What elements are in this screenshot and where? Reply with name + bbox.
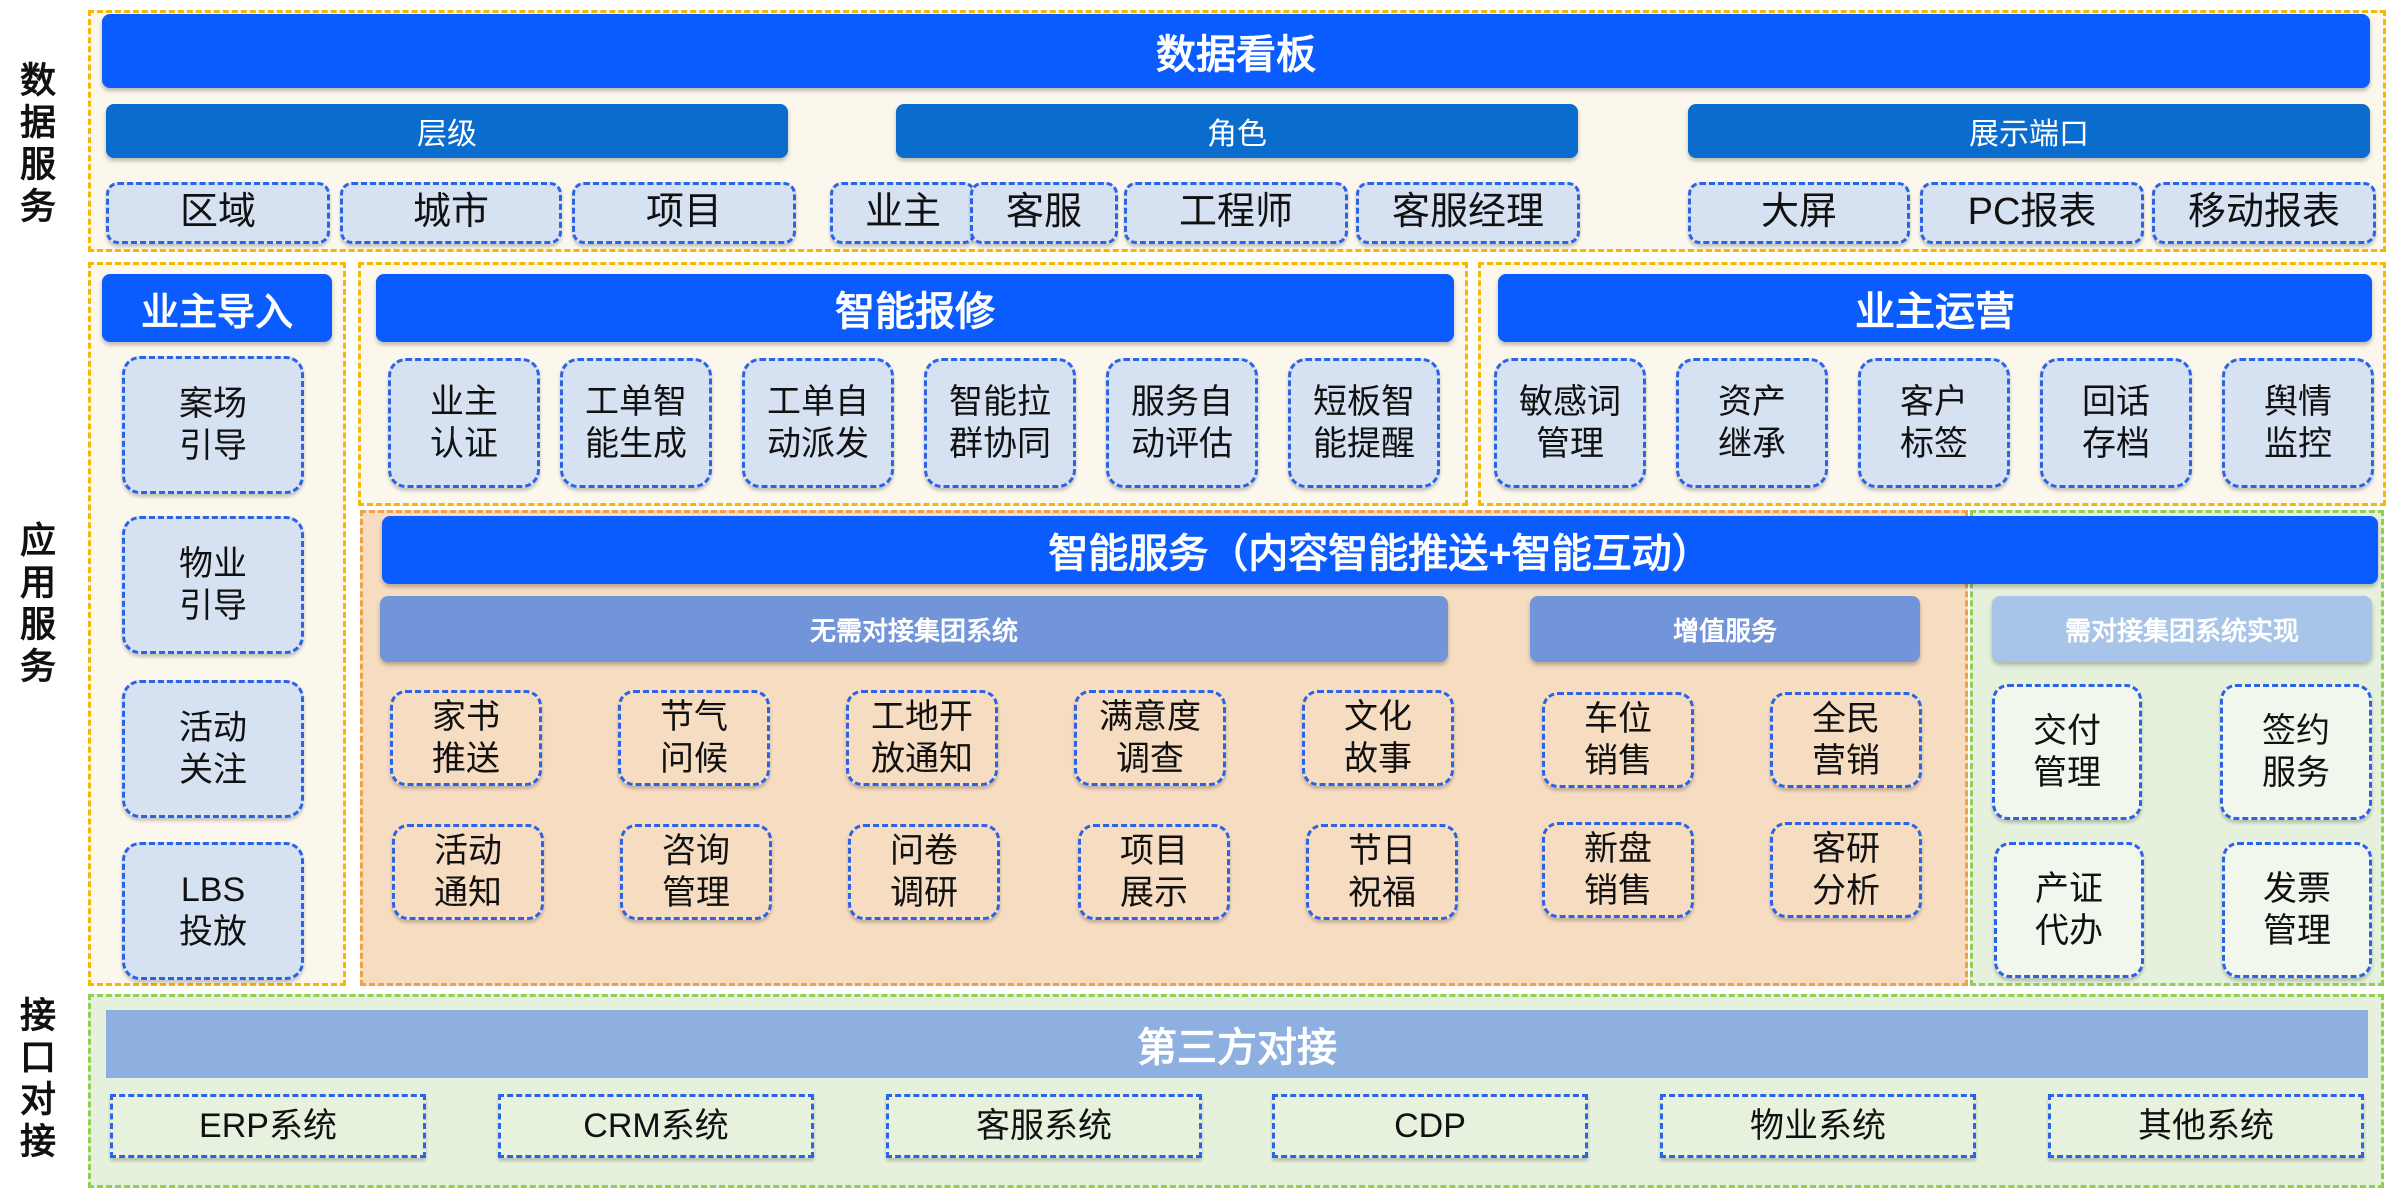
dashboard-item-region: 区域 <box>106 182 330 244</box>
dashboard-group-display: 展示端口 <box>1688 104 2370 158</box>
smart-repair-item: 智能拉 群协同 <box>924 358 1076 488</box>
no-integration-item: 问卷 调研 <box>848 824 1000 920</box>
owner-ops-title: 业主运营 <box>1498 274 2372 342</box>
no-integration-item: 节日 祝福 <box>1306 824 1458 920</box>
smart-repair-title: 智能报修 <box>376 274 1454 342</box>
needs-integration-label: 需对接集团系统实现 <box>1992 596 2372 662</box>
needs-integration-item: 发票 管理 <box>2222 842 2372 978</box>
third-party-item-cs: 客服系统 <box>886 1094 1202 1158</box>
owner-import-item: 活动 关注 <box>122 680 304 818</box>
smart-repair-item: 工单自 动派发 <box>742 358 894 488</box>
dashboard-item-engineer: 工程师 <box>1124 182 1348 244</box>
needs-integration-item: 签约 服务 <box>2220 684 2372 820</box>
needs-integration-item: 交付 管理 <box>1992 684 2142 820</box>
smart-repair-item: 工单智 能生成 <box>560 358 712 488</box>
side-label-text: 数据服务 <box>15 61 56 229</box>
dashboard-item-pc-report: PC报表 <box>1920 182 2144 244</box>
no-integration-item: 咨询 管理 <box>620 824 772 920</box>
owner-ops-item: 敏感词 管理 <box>1494 358 1646 488</box>
side-label-app-service: 应用服务 <box>0 510 70 700</box>
dashboard-item-cs-manager: 客服经理 <box>1356 182 1580 244</box>
side-label-interface: 接口对接 <box>0 985 70 1175</box>
third-party-item-cdp: CDP <box>1272 1094 1588 1158</box>
owner-import-item: 案场 引导 <box>122 356 304 494</box>
value-added-item: 客研 分析 <box>1770 822 1922 918</box>
smart-service-title: 智能服务（内容智能推送+智能互动） <box>382 516 2378 584</box>
owner-import-item: 物业 引导 <box>122 516 304 654</box>
side-label-data-service: 数据服务 <box>0 50 70 240</box>
dashboard-item-bigscreen: 大屏 <box>1688 182 1910 244</box>
dashboard-item-mobile-report: 移动报表 <box>2152 182 2376 244</box>
value-added-item: 全民 营销 <box>1770 692 1922 788</box>
dashboard-title: 数据看板 <box>102 14 2370 88</box>
needs-integration-item: 产证 代办 <box>1994 842 2144 978</box>
smart-repair-item: 短板智 能提醒 <box>1288 358 1440 488</box>
owner-ops-item: 回话 存档 <box>2040 358 2192 488</box>
third-party-item-other: 其他系统 <box>2048 1094 2364 1158</box>
value-added-item: 车位 销售 <box>1542 692 1694 788</box>
dashboard-item-owner: 业主 <box>830 182 976 244</box>
no-integration-item: 家书 推送 <box>390 690 542 786</box>
no-integration-item: 工地开 放通知 <box>846 690 998 786</box>
smart-repair-item: 服务自 动评估 <box>1106 358 1258 488</box>
dashboard-item-cs: 客服 <box>970 182 1118 244</box>
owner-ops-item: 舆情 监控 <box>2222 358 2374 488</box>
no-integration-item: 活动 通知 <box>392 824 544 920</box>
no-integration-item: 节气 问候 <box>618 690 770 786</box>
no-integration-label: 无需对接集团系统 <box>380 596 1448 662</box>
side-label-text: 应用服务 <box>15 521 56 689</box>
third-party-title: 第三方对接 <box>106 1010 2368 1078</box>
value-added-item: 新盘 销售 <box>1542 822 1694 918</box>
owner-import-title: 业主导入 <box>102 274 332 342</box>
dashboard-group-level: 层级 <box>106 104 788 158</box>
side-label-text: 接口对接 <box>15 996 56 1164</box>
no-integration-item: 项目 展示 <box>1078 824 1230 920</box>
dashboard-group-role: 角色 <box>896 104 1578 158</box>
smart-repair-item: 业主 认证 <box>388 358 540 488</box>
no-integration-item: 文化 故事 <box>1302 690 1454 786</box>
third-party-item-property: 物业系统 <box>1660 1094 1976 1158</box>
owner-ops-item: 客户 标签 <box>1858 358 2010 488</box>
owner-ops-item: 资产 继承 <box>1676 358 1828 488</box>
dashboard-item-city: 城市 <box>340 182 562 244</box>
value-added-label: 增值服务 <box>1530 596 1920 662</box>
owner-import-item: LBS 投放 <box>122 842 304 980</box>
third-party-item-crm: CRM系统 <box>498 1094 814 1158</box>
no-integration-item: 满意度 调查 <box>1074 690 1226 786</box>
third-party-item-erp: ERP系统 <box>110 1094 426 1158</box>
dashboard-item-project: 项目 <box>572 182 796 244</box>
